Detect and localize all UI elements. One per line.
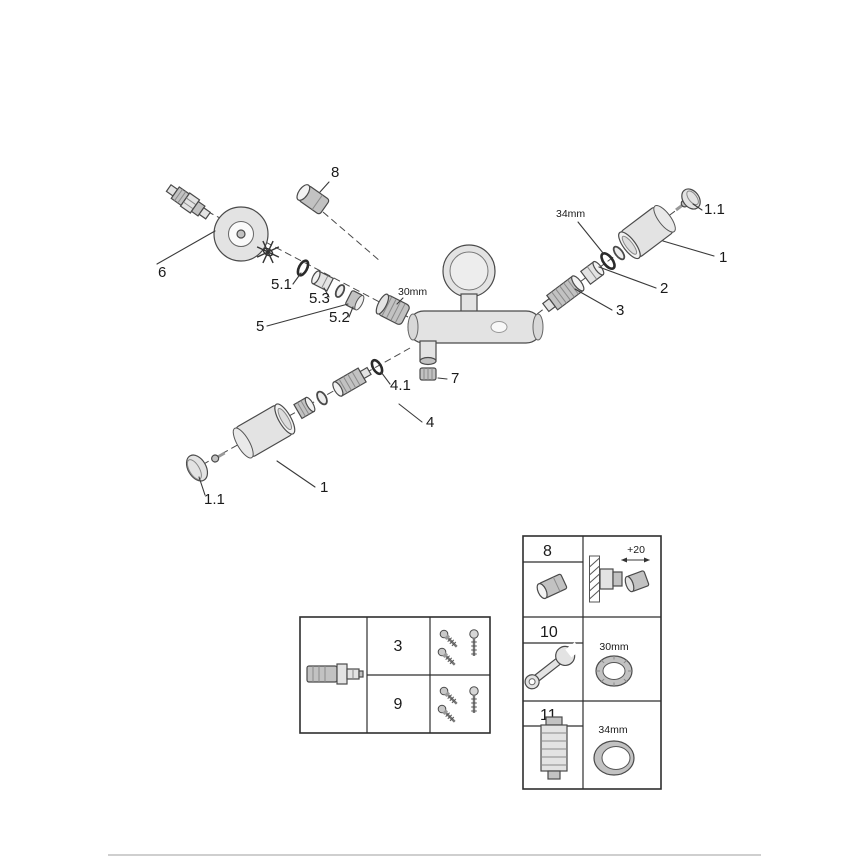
washer-right-icon [612,245,626,261]
screws-row-9-no: 9 [394,696,403,713]
callout-7: 7 [451,370,459,387]
callout-1-left: 1 [320,479,328,496]
callout-6: 6 [158,264,166,281]
nut-7-icon [419,367,437,381]
cap-left-icon [185,454,209,482]
callout-2: 2 [660,280,668,297]
cap-right-icon [681,188,701,210]
washer-left-icon [316,390,328,406]
dim-34mm-table: 34mm [598,724,627,736]
leader-lines [156,181,715,496]
service-row-10-no: 10 [540,624,558,641]
wall-extension-icon [589,555,650,603]
escutcheon-icon [213,206,269,262]
screw-set-icon [437,629,479,666]
nut-30mm-table-icon [595,655,633,687]
screws-row-3-no: 3 [394,638,403,655]
wrench-icon [524,642,581,690]
nut-30mm-icon [375,293,410,325]
bushing-left-icon [293,396,316,420]
spline-star-icon [256,240,280,264]
callout-1-1-left: 1.1 [204,491,225,508]
wall-flange [442,244,496,315]
callout-5: 5 [256,318,264,335]
thermo-cartridge-icon [332,366,372,397]
check-valve-3-icon [541,275,585,313]
dim-34mm: 34mm [556,208,585,220]
coupling-icon [306,663,364,685]
handle-housing-right-icon [618,204,676,260]
bushing-5-3-icon [311,270,335,292]
service-part8-icon [536,573,568,600]
callout-3: 3 [616,302,624,319]
washer-icon [334,284,346,298]
handle-housing-left-icon [232,403,296,459]
ring-34mm-table-icon [593,740,635,776]
cartridge-11-icon [540,716,568,780]
mixer-body [407,310,544,366]
o-ring-34mm-icon [600,252,616,270]
part8-bushing-icon [296,184,330,215]
dim-30mm: 30mm [398,286,427,298]
callout-4: 4 [426,414,434,431]
screw-left-icon [211,451,226,463]
dim-30mm-table: 30mm [599,641,628,653]
service-row-8-no: 8 [543,543,552,560]
union-fitting-icon [165,183,212,220]
screws-table: 3 9 [299,616,491,734]
o-ring-4-1-icon [370,358,384,376]
callout-5-1: 5.1 [271,276,292,293]
adapter-2-icon [579,260,605,286]
callout-1-right: 1 [719,249,727,266]
ring-5-2-icon [345,290,365,311]
callout-8: 8 [331,164,339,181]
o-ring-5-1-icon [296,259,310,277]
callout-5-3: 5.3 [309,290,330,307]
callout-4-1: 4.1 [390,377,411,394]
callout-1-1-right: 1.1 [704,201,725,218]
service-parts-table: 8 10 11 +20 [522,535,662,790]
dim-plus20: +20 [627,544,645,556]
callout-5-2: 5.2 [329,309,350,326]
